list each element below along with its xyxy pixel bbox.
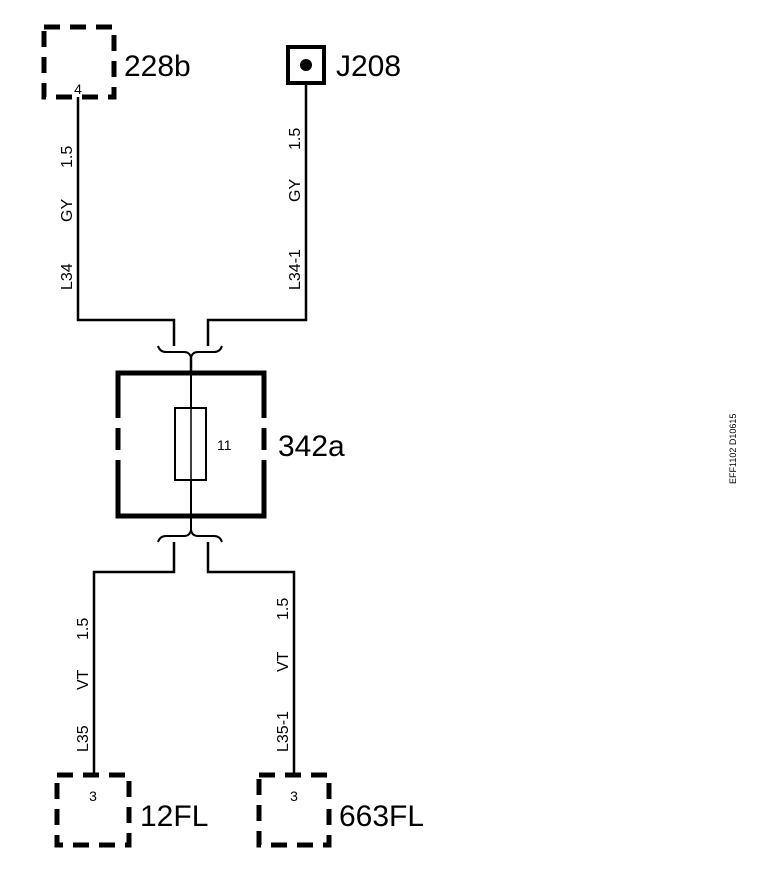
fuse-block-342a-label: 342a xyxy=(278,430,345,463)
diagram-reference-code: EFF1102 D10615 xyxy=(728,414,738,484)
connector-228b-pin: 4 xyxy=(74,81,82,97)
connector-663fl-label: 663FL xyxy=(339,800,424,833)
connector-12fl: 3 12FL xyxy=(54,772,208,848)
wire-l34 xyxy=(76,97,176,346)
connector-12fl-body xyxy=(54,772,132,848)
wire-l34-1-size: 1.5 xyxy=(287,128,304,150)
lower-wires xyxy=(92,516,296,775)
fuse-block-right-gap-2 xyxy=(260,450,268,460)
wire-l34-size: 1.5 xyxy=(59,146,76,168)
wire-l35-1-color: VT xyxy=(275,651,292,672)
wire-l34-1-color: GY xyxy=(287,179,304,202)
splice-j208-dot xyxy=(300,59,312,71)
connector-228b-label: 228b xyxy=(124,50,191,83)
upper-wires xyxy=(76,83,308,373)
connector-663fl-body xyxy=(256,772,332,848)
connector-228b: 4 228b xyxy=(41,24,191,100)
fuse-number: 11 xyxy=(217,437,232,453)
connector-12fl-label: 12FL xyxy=(140,800,208,833)
connector-228b-body xyxy=(41,24,117,100)
upper-junction-bracket xyxy=(157,345,223,359)
fuse-block-left-gap-1 xyxy=(114,418,122,428)
wire-l35-1-size: 1.5 xyxy=(275,598,292,620)
fuse-block-right-gap-1 xyxy=(260,418,268,428)
splice-j208: J208 xyxy=(286,45,401,85)
lower-junction-bracket xyxy=(157,529,223,543)
wire-l34-1-id: L34-1 xyxy=(287,249,304,290)
wire-l35-size: 1.5 xyxy=(75,618,92,640)
connector-663fl-pin: 3 xyxy=(290,788,298,804)
fuse-block-342a: 11 342a xyxy=(114,370,345,519)
wire-l34-1 xyxy=(206,83,308,346)
wire-l34-color: GY xyxy=(59,199,76,222)
wire-l35-id: L35 xyxy=(75,725,92,752)
wire-l35-color: VT xyxy=(75,669,92,690)
wire-l34-id: L34 xyxy=(59,263,76,290)
connector-12fl-pin: 3 xyxy=(89,788,97,804)
wire-l35-1 xyxy=(206,542,296,775)
fuse-block-left-gap-2 xyxy=(114,450,122,460)
lower-wire-labels: L35 VT 1.5 L35-1 VT 1.5 xyxy=(75,598,292,752)
upper-wire-labels: L34 GY 1.5 L34-1 GY 1.5 xyxy=(59,128,304,290)
wire-l35-1-id: L35-1 xyxy=(275,711,292,752)
splice-j208-label: J208 xyxy=(336,50,401,83)
connector-663fl: 3 663FL xyxy=(256,772,424,848)
wire-l35 xyxy=(92,542,176,775)
